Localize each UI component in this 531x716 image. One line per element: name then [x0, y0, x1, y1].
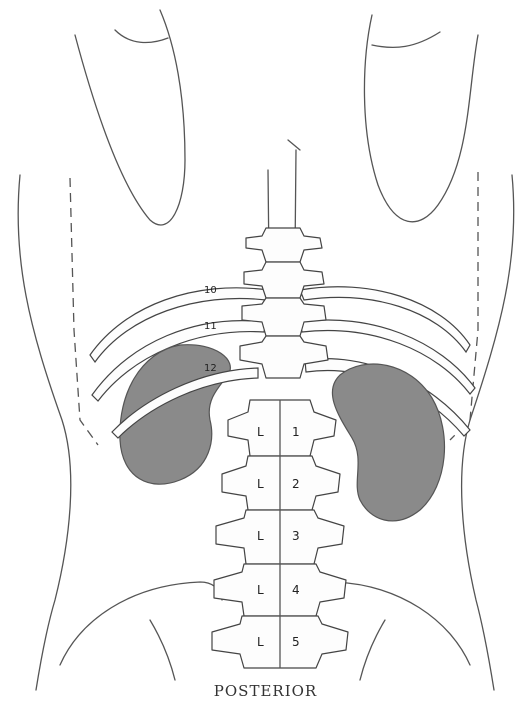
right-shoulder-curve — [372, 32, 440, 47]
lumbar-letter-4: L — [257, 583, 264, 597]
rib-label-10: 10 — [204, 285, 217, 296]
rib-label-12: 12 — [204, 363, 217, 374]
lumbar-number-1: 1 — [292, 425, 300, 439]
right-dashed-line — [450, 172, 478, 440]
right-torso-contour — [462, 175, 514, 690]
right-lower-contour — [360, 620, 385, 680]
left-torso-contour — [18, 175, 71, 690]
left-dashed-line — [70, 178, 98, 445]
lumbar-spine — [212, 400, 348, 668]
lumbar-number-5: 5 — [292, 635, 300, 649]
lumbar-number-4: 4 — [292, 583, 300, 597]
thoracic-spine — [240, 140, 328, 378]
right-kidney — [332, 364, 444, 521]
lumbar-vertebra-2 — [222, 456, 340, 510]
figure-caption: POSTERIOR — [0, 682, 531, 700]
lumbar-vertebra-1 — [228, 400, 336, 456]
t9-vertebra — [246, 228, 322, 262]
lumbar-letter-2: L — [257, 477, 264, 491]
left-scapula-outline — [75, 10, 185, 225]
lumbar-letter-3: L — [257, 529, 264, 543]
left-shoulder-curve — [115, 30, 168, 43]
left-lower-contour — [150, 620, 175, 680]
lumbar-number-3: 3 — [292, 529, 300, 543]
lumbar-number-2: 2 — [292, 477, 300, 491]
lumbar-letter-1: L — [257, 425, 264, 439]
spinal-top-stroke — [288, 140, 300, 150]
left-pelvic-crest — [60, 582, 222, 665]
lumbar-letter-5: L — [257, 635, 264, 649]
rib-label-11: 11 — [204, 321, 217, 332]
